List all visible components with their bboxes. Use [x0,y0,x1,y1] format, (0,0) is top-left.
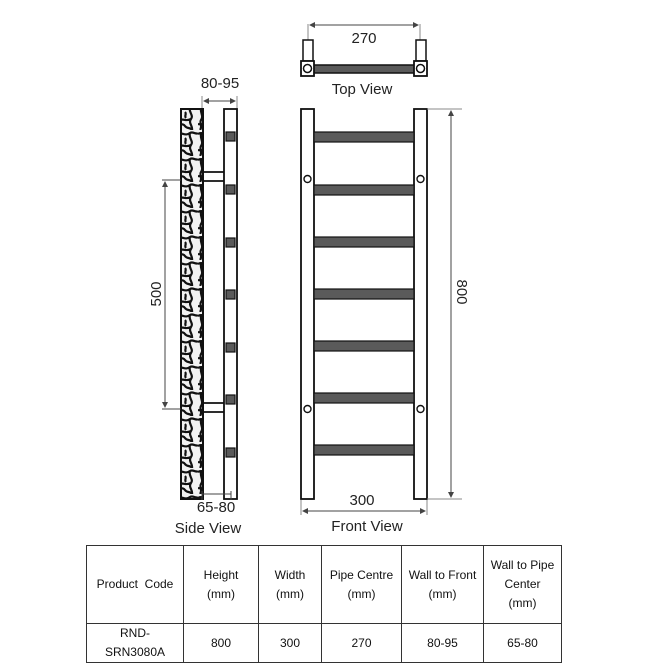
cell-wall-to-front: 80-95 [401,623,484,663]
table-row: RND-SRN3080A 800 300 270 80-95 65-80 [86,623,562,663]
cell-product-code: RND-SRN3080A [86,623,184,663]
header-wall-to-front-line1: Wall to Front [408,567,477,582]
header-wall-to-front: Wall to Front (mm) [401,545,484,624]
header-pipe-centre: Pipe Centre (mm) [321,545,402,624]
spec-table: Product Code Height (mm) Width (mm) Pipe C… [86,545,562,663]
side-view-wall-to-pipe-dimension: 65-80 [197,499,235,516]
header-height-line2: (mm) [207,586,235,601]
side-view-title: Side View [175,520,242,537]
side-view-pipe-spacing-dimension: 500 [148,281,165,306]
header-width-line2: (mm) [276,586,304,601]
cell-height: 800 [183,623,259,663]
side-view: 80-95 500 65-80 S [148,75,241,537]
header-wall-to-pipe-line2: Center [504,577,541,591]
top-view: 270 Top View [300,22,428,98]
header-wall-to-pipe-line3: (mm) [508,596,537,610]
spec-table-header-row: Product Code Height (mm) Width (mm) Pipe C… [86,545,562,624]
header-wall-to-pipe-line1: Wall to Pipe [490,558,555,572]
header-pipe-centre-line1: Pipe Centre [329,567,394,582]
top-view-width-dimension: 270 [351,30,376,47]
header-width-line1: Width [274,567,306,582]
header-product-code-text: Product Code [96,577,174,591]
cell-width: 300 [258,623,322,663]
side-view-wall-to-front-dimension: 80-95 [201,75,239,92]
header-wall-to-front-line2: (mm) [428,586,457,601]
header-product-code: Product Code [86,545,184,624]
cell-pipe-centre: 270 [321,623,402,663]
header-width: Width (mm) [258,545,322,624]
front-view-width-dimension: 300 [349,492,374,509]
cell-wall-to-pipe-center: 65-80 [483,623,562,663]
front-view-title: Front View [331,518,403,535]
header-height-line1: Height [203,567,239,582]
header-height: Height (mm) [183,545,259,624]
header-pipe-centre-line2: (mm) [347,586,376,601]
top-view-title: Top View [332,81,393,98]
technical-drawing: 270 Top View 80-95 [148,22,470,537]
front-view: 800 300 Front View [300,108,470,535]
front-view-height-dimension: 800 [453,279,470,304]
